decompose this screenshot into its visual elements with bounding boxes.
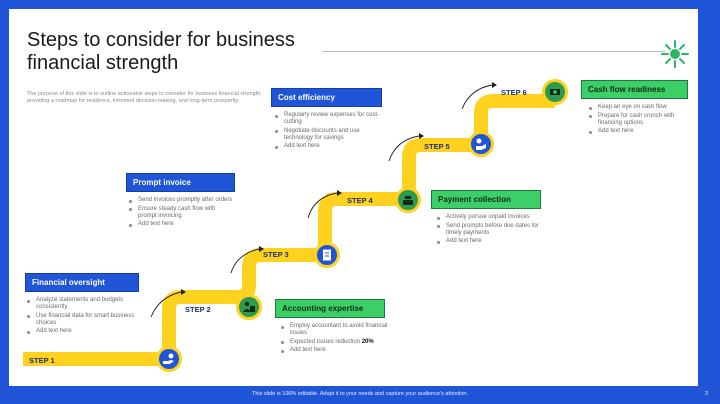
invoice-icon <box>323 249 331 261</box>
list-item: Add text here <box>129 221 233 228</box>
list-item: Use financial data for smart business ch… <box>27 313 135 327</box>
list-item: Send prompts before due dates for timely… <box>437 223 545 237</box>
list-item: Ensure steady cash flow with prompt invo… <box>129 206 233 220</box>
title-divider <box>322 51 665 52</box>
list-item: Prepare for cash crunch with financing o… <box>589 113 693 127</box>
step-2-node <box>236 294 262 320</box>
step-6-node <box>542 79 568 105</box>
list-item: Analyze statements and budgets consisten… <box>27 297 135 311</box>
step-4-label: STEP 4 <box>347 196 373 205</box>
list-item: Regularly review expenses for cost-cutti… <box>275 112 383 126</box>
list-item-text: Expected issues reduction <box>290 338 361 345</box>
step-2-bullets: Analyze statements and budgets consisten… <box>281 323 389 356</box>
step-5-bullets: Regularly review expenses for cost-cutti… <box>275 112 383 152</box>
list-item: Add text here <box>589 128 693 135</box>
accountant-icon <box>243 301 255 312</box>
list-item: Expected issues reduction 20% <box>281 339 389 346</box>
hand-cost-icon <box>476 138 486 150</box>
step-5-node <box>468 131 494 157</box>
step-3-node <box>314 242 340 268</box>
step-6-bullets: Keep an eye on cash flow Prepare for cas… <box>589 104 693 137</box>
list-item: Keep an eye on cash flow <box>589 104 693 111</box>
list-item: Add text here <box>27 328 135 335</box>
step-1-node <box>156 346 182 372</box>
list-item: Negotiate discounts and use technology f… <box>275 128 383 142</box>
list-item: Send invoices promptly after orders <box>129 197 233 204</box>
step-2-heading: Accounting expertise <box>275 299 385 318</box>
sparkle-icon <box>661 40 689 68</box>
cash-flow-icon <box>550 89 560 95</box>
step-1-label: STEP 1 <box>29 356 55 365</box>
step-3-label: STEP 3 <box>263 250 289 259</box>
highlight-value: 20% <box>361 338 374 345</box>
list-item: Actively pursue unpaid invoices <box>437 214 545 221</box>
step-5-label: STEP 5 <box>424 142 450 151</box>
step-4-heading: Payment collection <box>431 190 541 209</box>
page-number: 3 <box>705 391 709 397</box>
step-3-bullets: Send invoices promptly after orders Ensu… <box>129 197 233 230</box>
slide-title: Steps to consider for business financial… <box>27 29 295 74</box>
list-item: Employ accountant to avoid financial iss… <box>281 323 389 337</box>
step-3-heading: Prompt invoice <box>126 173 235 192</box>
step-6-label: STEP 6 <box>501 88 527 97</box>
list-item: Add text here <box>437 238 545 245</box>
cash-register-icon <box>403 196 413 205</box>
step-1-bullets: Analyze statements and budgets consisten… <box>27 297 135 337</box>
step-4-node <box>395 187 421 213</box>
list-item: Add text here <box>281 347 389 354</box>
step-5-heading: Cost efficiency <box>271 88 382 107</box>
step-4-bullets: Actively pursue unpaid invoices Send pro… <box>437 214 545 247</box>
hand-coin-icon <box>163 353 174 364</box>
footer-note: This slide is 100% editable. Adapt it to… <box>252 391 468 397</box>
list-item: Add text here <box>275 143 383 150</box>
step-6-heading: Cash flow readiness <box>581 80 688 99</box>
slide-subtitle: The purpose of this slide is to outline … <box>27 91 262 104</box>
step-2-label: STEP 2 <box>185 305 211 314</box>
slide: Steps to consider for business financial… <box>9 9 698 386</box>
step-1-heading: Financial oversight <box>25 273 139 292</box>
